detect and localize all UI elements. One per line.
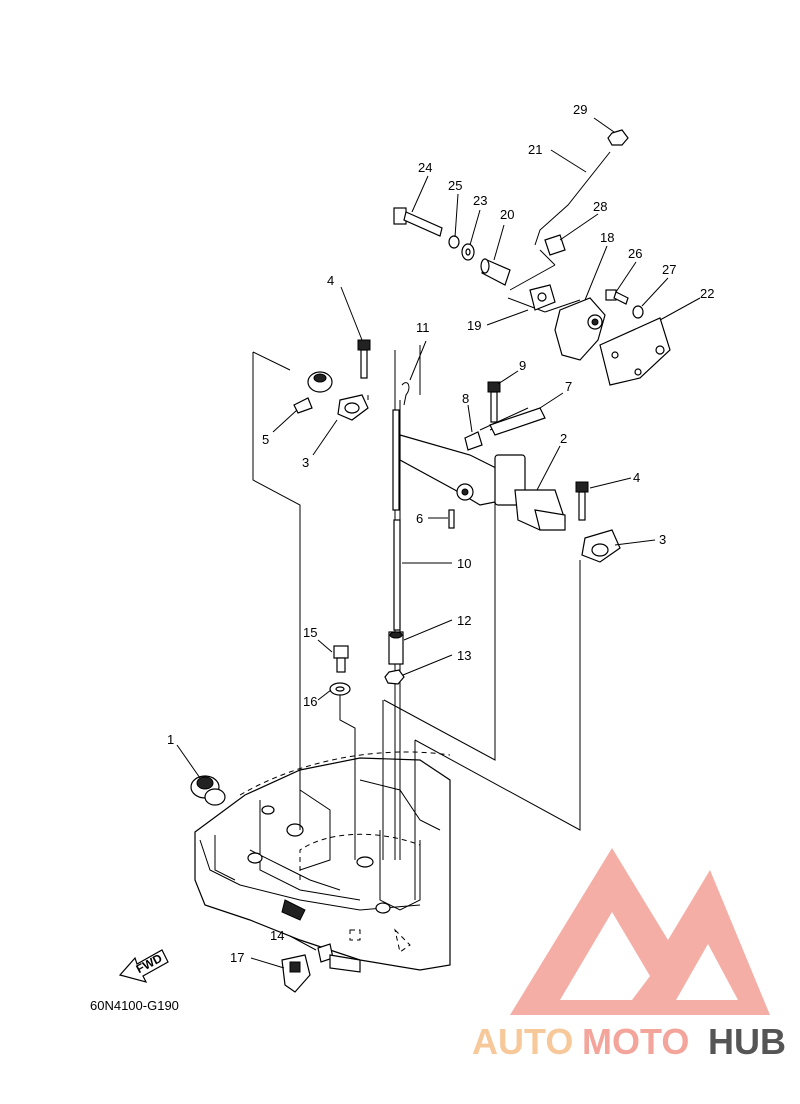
part-clip-11 <box>401 382 410 406</box>
callout-8: 8 <box>462 391 469 406</box>
part-bolt-4-left <box>357 339 371 379</box>
part-clip-28 <box>544 234 566 256</box>
callout-1: 1 <box>167 732 174 747</box>
part-lever-18 <box>554 297 606 361</box>
watermark-hub: HUB <box>708 1021 786 1062</box>
callout-19: 19 <box>467 318 481 333</box>
part-bolt-24 <box>393 207 443 237</box>
watermark-logo <box>510 848 770 1015</box>
callout-6: 6 <box>416 511 423 526</box>
callout-27: 27 <box>662 262 676 277</box>
bottom-cowling <box>194 751 451 971</box>
watermark-auto: AUTO <box>472 1021 573 1062</box>
callout-9: 9 <box>519 358 526 373</box>
callout-5: 5 <box>262 432 269 447</box>
part-collar-20 <box>480 258 511 286</box>
part-washer-27 <box>632 305 644 319</box>
part-pin-6 <box>448 509 455 529</box>
part-plate-7 <box>489 407 546 436</box>
part-washer-16 <box>329 682 351 696</box>
part-washer-23 <box>461 243 475 261</box>
callout-leaders <box>176 117 701 969</box>
part-clip-8 <box>464 431 483 451</box>
part-bolt-14 <box>317 943 361 973</box>
part-collar-5 <box>293 371 333 414</box>
watermark-text: AUTO MOTO HUB <box>472 1021 786 1062</box>
part-washer-25 <box>448 235 460 249</box>
callout-15: 15 <box>303 625 317 640</box>
callout-13: 13 <box>457 648 471 663</box>
callout-4-right: 4 <box>633 470 640 485</box>
part-rod-21 <box>534 151 611 246</box>
callout-22: 22 <box>700 286 714 301</box>
callout-17: 17 <box>230 950 244 965</box>
part-link-19 <box>529 284 556 311</box>
callout-numbers: 1 2 3 3 4 4 5 6 7 8 9 10 11 12 13 14 15 … <box>167 102 714 965</box>
callout-26: 26 <box>628 246 642 261</box>
part-bolt-9 <box>487 381 501 423</box>
callout-21: 21 <box>528 142 542 157</box>
callout-18: 18 <box>600 230 614 245</box>
part-nut-13 <box>384 669 405 685</box>
callout-24: 24 <box>418 160 432 175</box>
callout-3-right: 3 <box>659 532 666 547</box>
callout-7: 7 <box>565 379 572 394</box>
part-nut-29 <box>607 129 629 146</box>
callout-11: 11 <box>416 320 430 335</box>
callout-23: 23 <box>473 193 487 208</box>
callout-3-left: 3 <box>302 455 309 470</box>
part-rod-10 <box>392 409 401 631</box>
callout-29: 29 <box>573 102 587 117</box>
callout-25: 25 <box>448 178 462 193</box>
part-bolt-26 <box>605 289 629 305</box>
diagram-code: 60N4100-G190 <box>90 998 179 1013</box>
part-shift-lever-2 <box>399 434 566 531</box>
watermark-moto: MOTO <box>582 1021 689 1062</box>
callout-20: 20 <box>500 207 514 222</box>
part-grommet-1 <box>190 775 226 806</box>
callout-12: 12 <box>457 613 471 628</box>
part-bracket-22 <box>599 317 671 386</box>
callout-28: 28 <box>593 199 607 214</box>
callout-14: 14 <box>270 928 284 943</box>
callout-10: 10 <box>457 556 471 571</box>
part-bolt-4-right <box>575 481 589 521</box>
part-bracket-3-right <box>581 529 621 563</box>
fwd-arrow-icon: FWD <box>118 949 169 983</box>
part-clamp-17 <box>281 954 311 993</box>
callout-4-left: 4 <box>327 273 334 288</box>
part-bracket-3-left <box>337 394 369 421</box>
part-bolt-15 <box>333 645 349 673</box>
callout-16: 16 <box>303 694 317 709</box>
callout-2: 2 <box>560 431 567 446</box>
part-nut-12 <box>388 631 404 665</box>
